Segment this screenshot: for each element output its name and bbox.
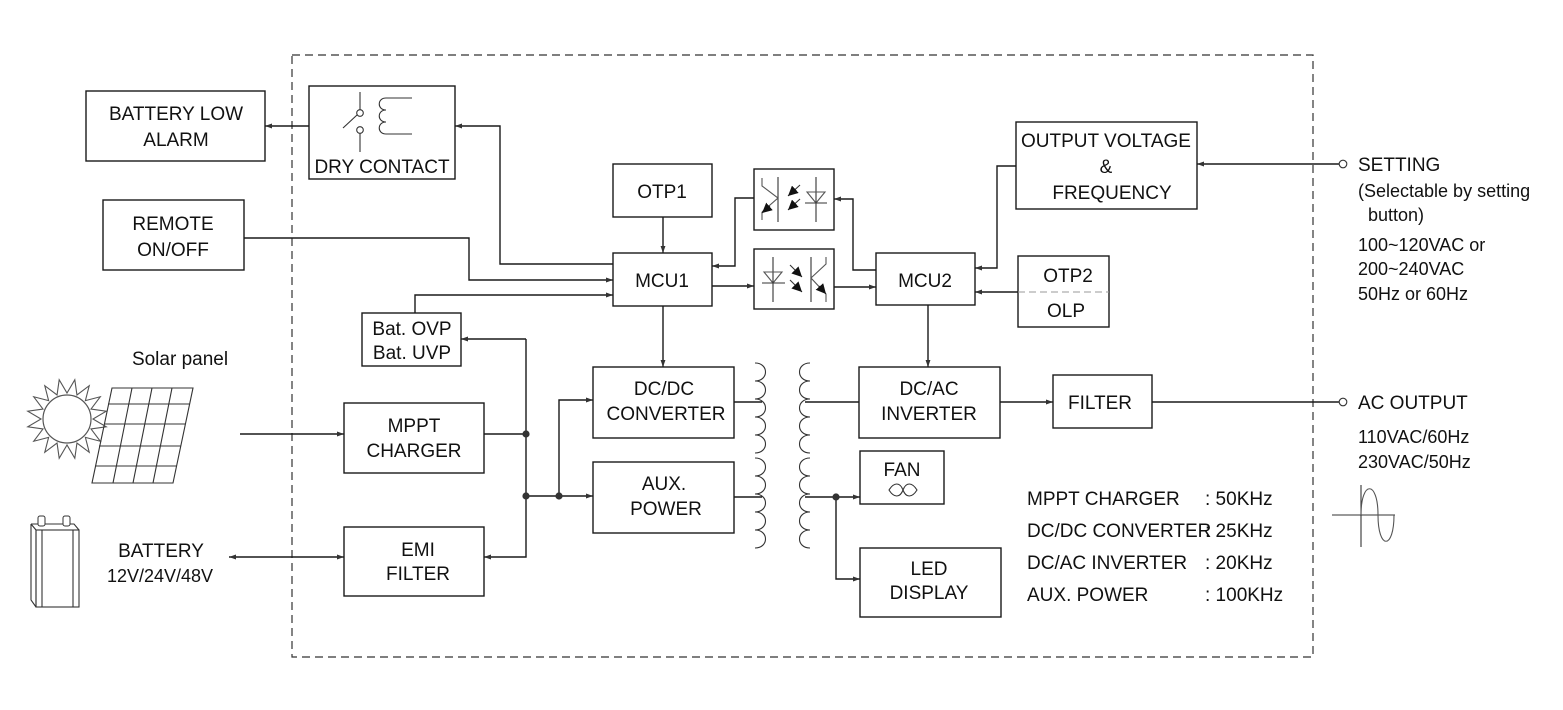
aux-power-block: AUX. POWER xyxy=(592,461,735,534)
dc-dc-converter-block: DC/DC CONVERTER xyxy=(592,366,735,439)
setting-note-1: (Selectable by setting xyxy=(1358,181,1530,201)
emi-label-2: FILTER xyxy=(386,564,450,585)
setting-option-3: 50Hz or 60Hz xyxy=(1358,284,1468,304)
setting-note-2: button) xyxy=(1368,205,1424,225)
optocoupler-icon xyxy=(761,177,827,222)
otp1-label: OTP1 xyxy=(637,182,687,203)
otp2-olp-block: OTP2 OLP xyxy=(1017,255,1110,328)
freq-value-mppt: : 50KHz xyxy=(1205,489,1273,510)
battery-low-alarm-label-2: ALARM xyxy=(143,130,208,151)
wire-mcu1-to-drycontact xyxy=(455,123,613,265)
battery-low-alarm-block: BATTERY LOW ALARM xyxy=(85,90,266,162)
ac-output-option-1: 110VAC/60Hz xyxy=(1358,427,1469,447)
wire-aux-to-led xyxy=(835,497,860,582)
mcu2-label: MCU2 xyxy=(898,271,952,292)
dry-contact-block: DRY CONTACT xyxy=(308,85,456,180)
remote-on-off-block: REMOTE ON/OFF xyxy=(102,199,245,271)
mcu1-block: MCU1 xyxy=(612,252,713,307)
battery-protection-block: Bat. OVP Bat. UVP xyxy=(361,312,462,367)
optocoupler-control-block xyxy=(753,248,835,310)
optocoupler-icon xyxy=(762,257,827,302)
battery-voltage-label: 12V/24V/48V xyxy=(107,566,213,586)
switching-frequency-table: MPPT CHARGER : 50KHz DC/DC CONVERTER : 2… xyxy=(1027,489,1283,606)
solar-panel-label: Solar panel xyxy=(132,349,228,370)
junction-dot xyxy=(522,430,530,438)
otp1-block: OTP1 xyxy=(612,163,713,218)
freq-label-dcac: DC/AC INVERTER xyxy=(1027,553,1187,574)
transformer-main-icon xyxy=(754,362,811,454)
fan-label: FAN xyxy=(884,460,921,481)
aux-label-1: AUX. xyxy=(642,474,686,495)
battery-low-alarm-label-1: BATTERY LOW xyxy=(109,104,243,125)
solar-panel-icon xyxy=(91,387,194,484)
battery-label: BATTERY xyxy=(118,541,204,562)
freq-value-dcdc: : 25KHz xyxy=(1205,521,1273,542)
ac-output-option-2: 230VAC/50Hz xyxy=(1358,452,1471,472)
dcdc-label-2: CONVERTER xyxy=(607,404,726,425)
dry-contact-label: DRY CONTACT xyxy=(314,157,450,178)
wire-opto-to-mcu1 xyxy=(712,197,754,269)
freq-label-dcdc: DC/DC CONVERTER xyxy=(1027,521,1211,542)
dcdc-label-1: DC/DC xyxy=(634,379,694,400)
transformer-aux-icon xyxy=(754,457,811,549)
dcac-label-1: DC/AC xyxy=(899,379,958,400)
olp-label: OLP xyxy=(1047,301,1085,322)
sun-icon xyxy=(26,378,108,460)
setting-terminal-icon xyxy=(1338,159,1348,169)
setting-option-1: 100~120VAC or xyxy=(1358,235,1485,255)
relay-icon xyxy=(342,92,412,152)
ac-output-terminal-icon xyxy=(1338,397,1348,407)
setting-info: SETTING (Selectable by setting button) 1… xyxy=(1358,155,1530,304)
ovf-label-1: OUTPUT VOLTAGE xyxy=(1021,131,1191,152)
emi-filter-block: EMI FILTER xyxy=(343,526,485,597)
mppt-label-2: CHARGER xyxy=(366,441,461,462)
freq-value-aux: : 100KHz xyxy=(1205,585,1283,606)
freq-value-dcac: : 20KHz xyxy=(1205,553,1273,574)
led-display-block: LED DISPLAY xyxy=(859,547,1002,618)
wire-remote-to-mcu1 xyxy=(244,237,613,283)
bat-ovp-label: Bat. OVP xyxy=(372,319,451,340)
sine-wave-icon xyxy=(1332,485,1395,547)
battery-icon xyxy=(30,515,80,608)
wire-bus-to-emi xyxy=(484,339,527,560)
setting-option-2: 200~240VAC xyxy=(1358,259,1464,279)
wire-ovf-to-mcu2 xyxy=(975,165,1016,271)
junction-dot xyxy=(555,492,563,500)
bat-uvp-label: Bat. UVP xyxy=(373,343,451,364)
filter-label: FILTER xyxy=(1068,393,1132,414)
mcu2-block: MCU2 xyxy=(875,252,976,306)
remote-label-1: REMOTE xyxy=(132,214,213,235)
emi-label-1: EMI xyxy=(401,540,435,561)
ovf-label-3: FREQUENCY xyxy=(1052,183,1172,204)
mcu1-label: MCU1 xyxy=(635,271,689,292)
ovf-label-2: & xyxy=(1100,157,1113,178)
fan-block: FAN xyxy=(859,450,945,505)
dcac-label-2: INVERTER xyxy=(881,404,977,425)
remote-label-2: ON/OFF xyxy=(137,240,209,261)
junction-dot xyxy=(522,492,530,500)
freq-label-mppt: MPPT CHARGER xyxy=(1027,489,1180,510)
wire-mcu2-to-opto xyxy=(834,196,876,271)
led-label-1: LED xyxy=(911,559,948,580)
led-label-2: DISPLAY xyxy=(890,583,969,604)
junction-dot xyxy=(832,493,840,501)
fan-icon xyxy=(888,483,918,497)
ac-output-title: AC OUTPUT xyxy=(1358,393,1468,414)
mppt-charger-block: MPPT CHARGER xyxy=(343,402,485,474)
output-voltage-frequency-block: OUTPUT VOLTAGE & FREQUENCY xyxy=(1015,121,1198,210)
otp2-label: OTP2 xyxy=(1043,266,1093,287)
wire-batprot-to-mcu1 xyxy=(414,292,613,313)
optocoupler-feedback-block xyxy=(753,168,835,231)
mppt-label-1: MPPT xyxy=(388,416,441,437)
wire-bus-to-dcdc xyxy=(558,397,593,496)
aux-label-2: POWER xyxy=(630,499,702,520)
output-filter-block: FILTER xyxy=(1052,374,1153,429)
unit-enclosure-boundary xyxy=(291,54,1314,658)
dc-ac-inverter-block: DC/AC INVERTER xyxy=(858,366,1001,439)
ac-output-info: AC OUTPUT 110VAC/60Hz 230VAC/50Hz xyxy=(1332,393,1471,547)
setting-title: SETTING xyxy=(1358,155,1440,176)
freq-label-aux: AUX. POWER xyxy=(1027,585,1148,606)
